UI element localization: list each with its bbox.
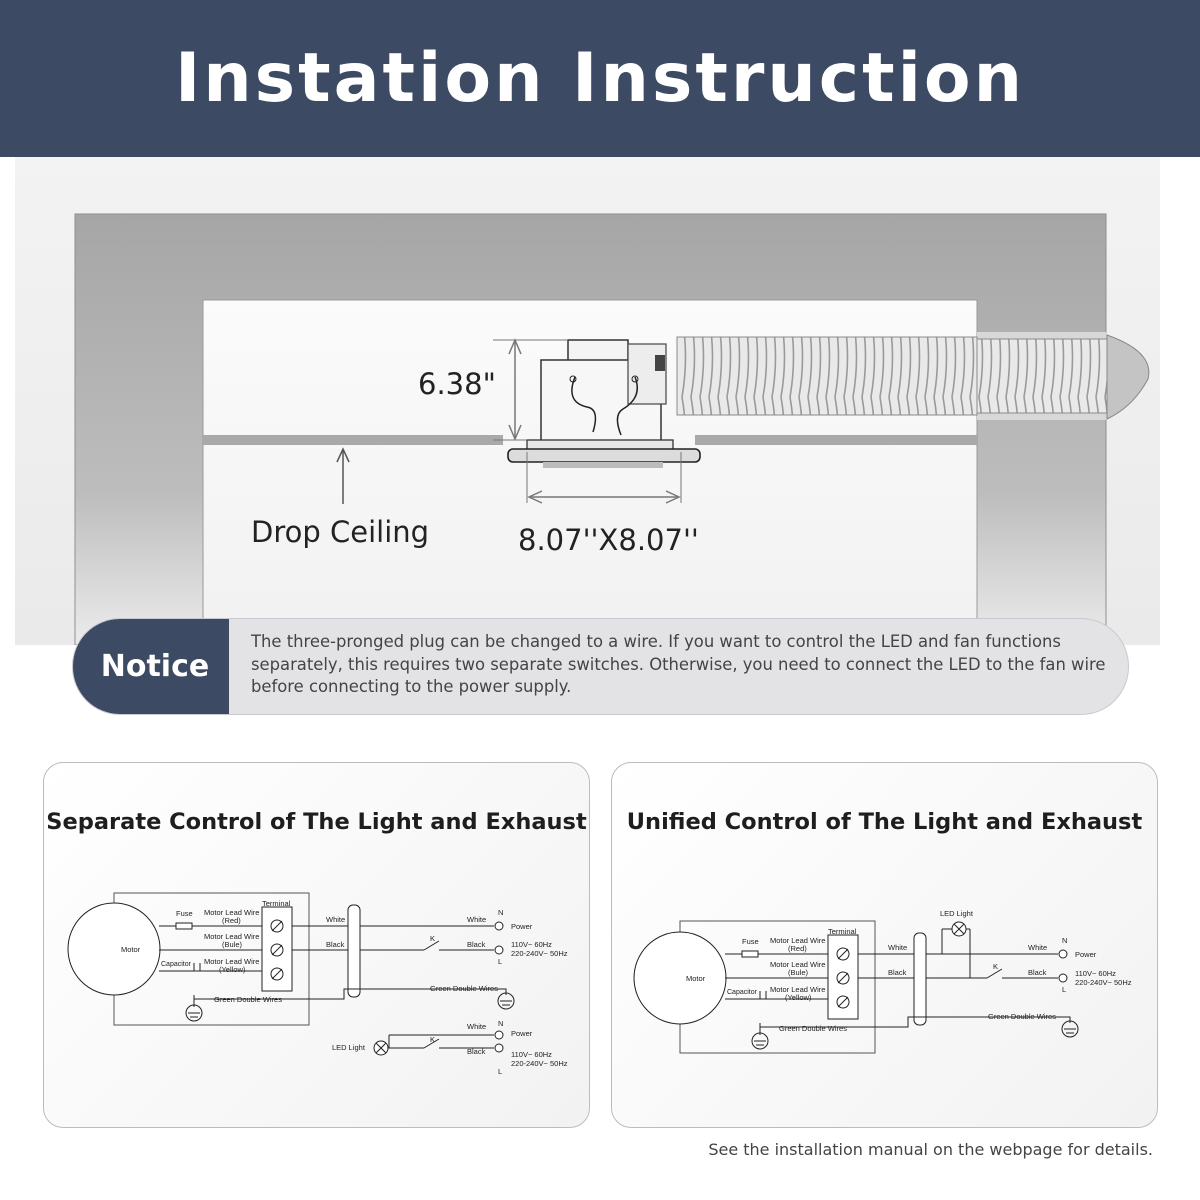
neutral-label-2: N: [1062, 936, 1067, 945]
white-wire-label-2: White: [888, 943, 907, 952]
white-wire-label-right-2: White: [1028, 943, 1047, 952]
lead-red-label-2: Motor Lead Wire: [770, 936, 825, 945]
installation-illustration: 6.38" Drop Ceiling 8.07''X8.07'': [15, 157, 1160, 645]
green-wires-label: Green Double Wires: [214, 995, 282, 1004]
lead-yellow-sub: (Yellow): [219, 965, 246, 974]
drop-ceiling-left: [203, 435, 503, 445]
lead-blue-label: Motor Lead Wire: [204, 932, 259, 941]
capacitor-label: Capacitor: [161, 961, 192, 968]
height-dimension: [493, 338, 568, 441]
led-white-label: White: [467, 1022, 486, 1031]
lead-yellow-label: Motor Lead Wire: [204, 957, 259, 966]
black-wire-label-right: Black: [467, 940, 486, 949]
voltage-label-1: 110V~ 60Hz: [511, 940, 552, 949]
notice-text: The three-pronged plug can be changed to…: [251, 632, 1106, 696]
lead-yellow-label-2: Motor Lead Wire: [770, 985, 825, 994]
led-power-label: Power: [511, 1029, 533, 1038]
lead-blue-label-2: Motor Lead Wire: [770, 960, 825, 969]
black-wire-label: Black: [326, 940, 345, 949]
led-voltage-label-1: 110V~ 60Hz: [511, 1050, 552, 1059]
unified-control-title: Unified Control of The Light and Exhaust: [626, 809, 1143, 835]
fan-size-label: 8.07''X8.07'': [518, 523, 699, 557]
page-title: Instation Instruction: [174, 39, 1026, 118]
ceiling-cross-section: [74, 213, 1150, 645]
led-light-label: LED Light: [332, 1043, 366, 1052]
unified-wiring-diagram: Motor Fuse Terminal Motor Lead Wire (Red…: [633, 909, 1132, 1054]
white-wire-label-right: White: [467, 915, 486, 924]
led-light-label-2: LED Light: [940, 909, 974, 918]
flexible-duct: [676, 336, 978, 416]
drop-ceiling-right: [695, 435, 977, 445]
led-black-label: Black: [467, 1047, 486, 1056]
power-label: Power: [511, 922, 533, 931]
notice-label: Notice: [73, 619, 229, 714]
switch-label: K: [430, 934, 435, 943]
fuse-label: Fuse: [176, 909, 193, 918]
live-label: L: [498, 957, 502, 966]
white-wire-label: White: [326, 915, 345, 924]
fuse-label-2: Fuse: [742, 937, 759, 946]
power-label-2: Power: [1075, 950, 1097, 959]
switch-label-2: K: [993, 962, 998, 971]
led-live-label: L: [498, 1067, 502, 1076]
terminal-label: Terminal: [262, 899, 291, 908]
lead-red-label: Motor Lead Wire: [204, 908, 259, 917]
black-wire-label-2: Black: [888, 968, 907, 977]
lead-blue-sub: (Bule): [222, 940, 243, 949]
motor-label-2: Motor: [686, 974, 706, 983]
ceiling-arrow: [336, 447, 350, 504]
separate-control-card: Separate Control of The Light and Exhaus…: [43, 762, 590, 1128]
header-banner: Instation Instruction: [0, 0, 1200, 157]
green-wires-label-right: Green Double Wires: [430, 984, 498, 993]
terminal-label-2: Terminal: [828, 927, 857, 936]
voltage-label-2: 220-240V~ 50Hz: [511, 949, 568, 958]
footer-note: See the installation manual on the webpa…: [708, 1140, 1153, 1159]
exhaust-fan-housing: [507, 339, 701, 468]
separate-control-title: Separate Control of The Light and Exhaus…: [46, 809, 587, 835]
green-wires-label-right-2: Green Double Wires: [988, 1012, 1056, 1021]
led-switch-label: K: [430, 1035, 435, 1044]
capacitor-label-2: Capacitor: [727, 989, 758, 996]
drop-ceiling-label: Drop Ceiling: [251, 515, 430, 549]
lead-red-sub-2: (Red): [788, 944, 807, 953]
led-neutral-label: N: [498, 1019, 503, 1028]
green-wires-label-2: Green Double Wires: [779, 1024, 847, 1033]
neutral-label: N: [498, 908, 503, 917]
lead-yellow-sub-2: (Yellow): [785, 993, 812, 1002]
notice-banner: Notice The three-pronged plug can be cha…: [72, 618, 1129, 715]
lead-blue-sub-2: (Bule): [788, 968, 809, 977]
unified-control-card: Unified Control of The Light and Exhaust: [611, 762, 1158, 1128]
motor-label: Motor: [121, 945, 141, 954]
black-wire-label-right-2: Black: [1028, 968, 1047, 977]
height-label: 6.38": [418, 367, 496, 401]
voltage-label-1-2: 110V~ 60Hz: [1075, 969, 1116, 978]
lead-red-sub: (Red): [222, 916, 241, 925]
separate-wiring-diagram: Motor Fuse Terminal Motor Lead Wire (Red…: [67, 892, 568, 1076]
width-dimension: [526, 452, 682, 504]
led-voltage-label-2: 220-240V~ 50Hz: [511, 1059, 568, 1068]
voltage-label-2-2: 220-240V~ 50Hz: [1075, 978, 1132, 987]
live-label-2: L: [1062, 985, 1066, 994]
